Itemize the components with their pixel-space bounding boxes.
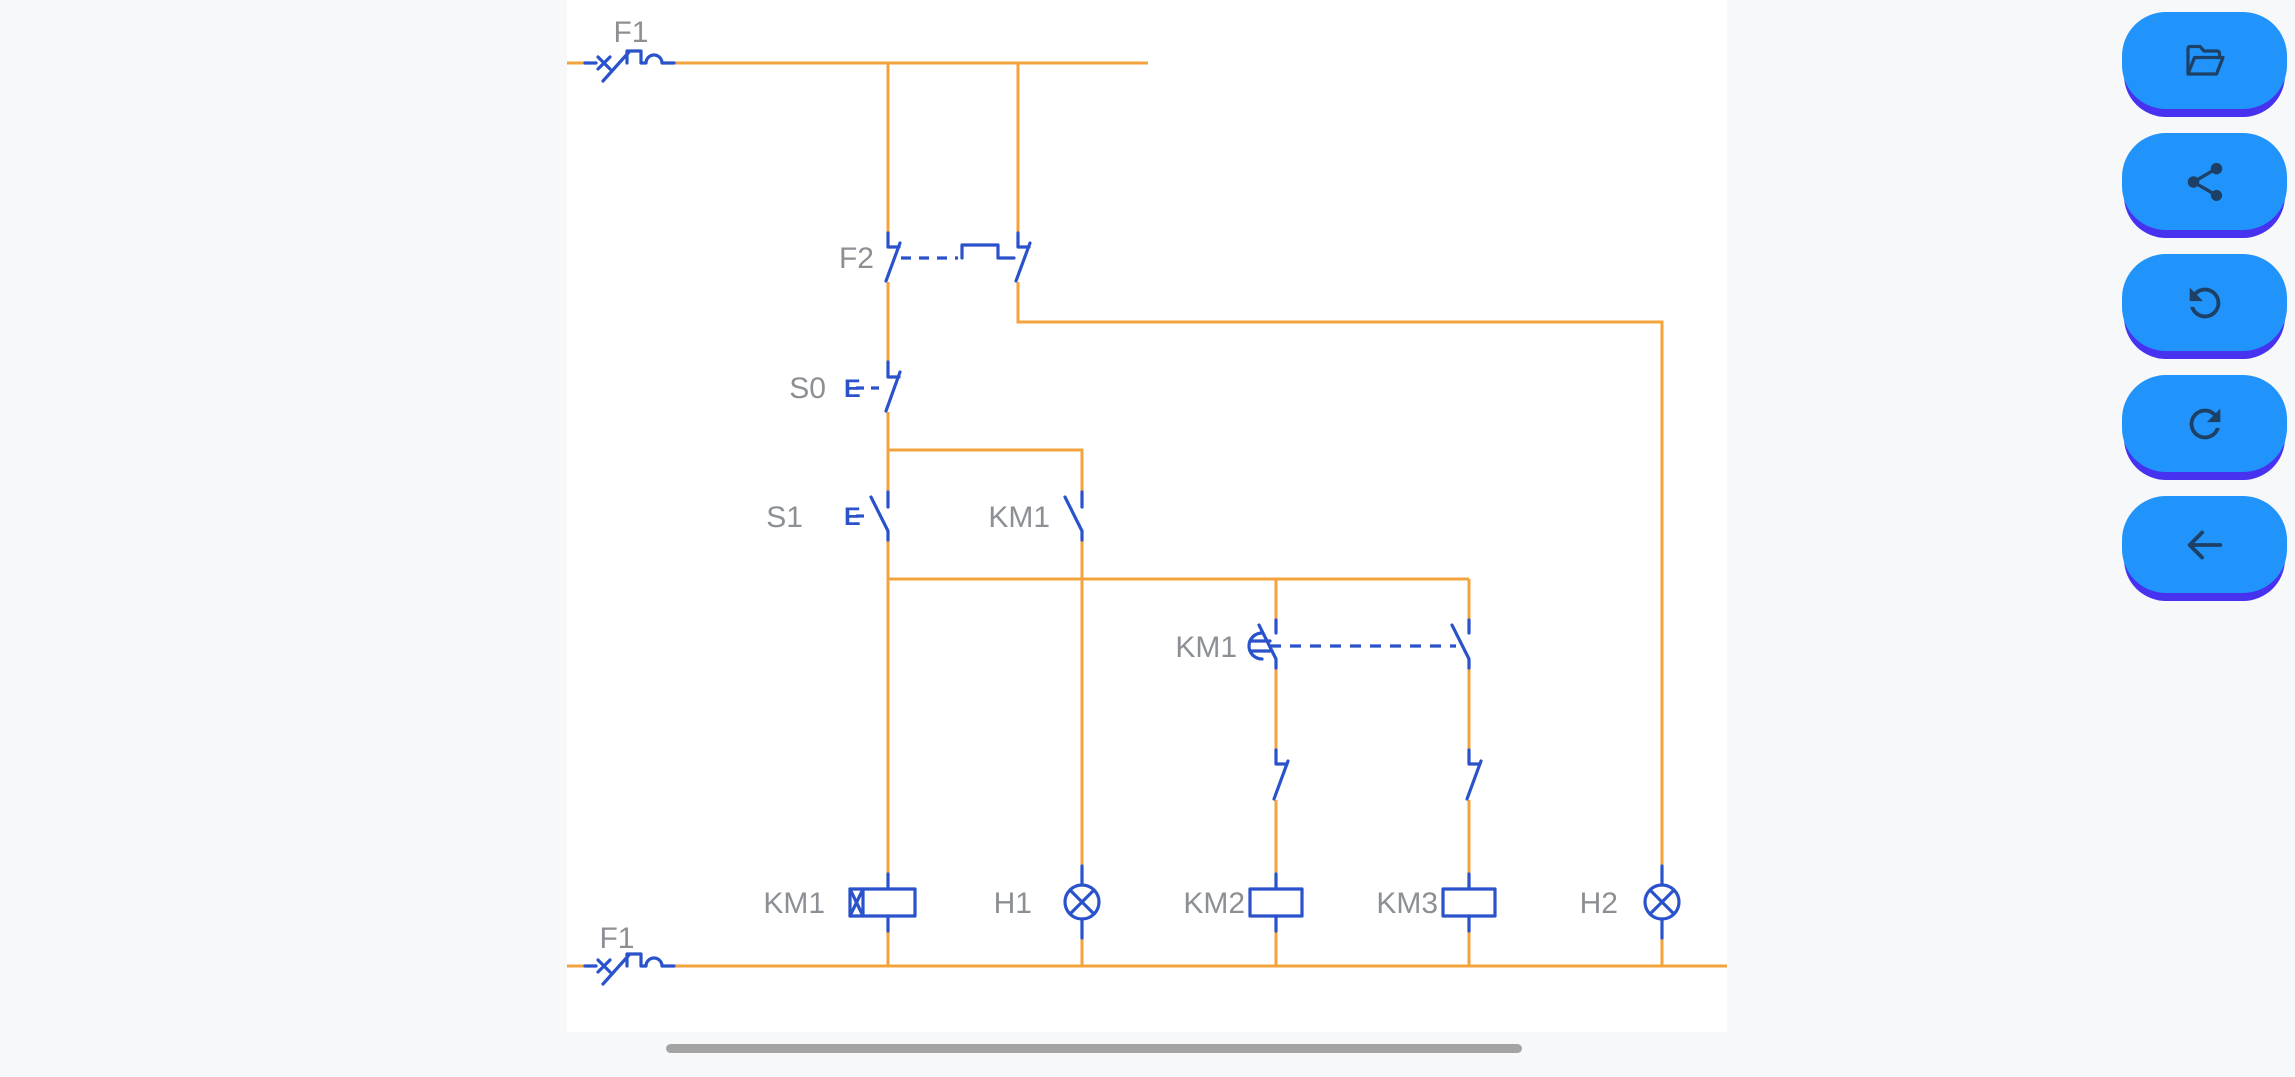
label-f1-top: F1: [613, 16, 648, 49]
label-h2: H2: [1580, 887, 1618, 920]
back-button[interactable]: [2122, 496, 2287, 593]
label-km1-aux: KM1: [988, 501, 1050, 534]
label-s1: S1: [766, 501, 803, 534]
share-icon: [2182, 159, 2228, 205]
component-km2-coil[interactable]: [1248, 872, 1304, 933]
component-km3-coil[interactable]: [1441, 872, 1497, 933]
component-lamp-h2[interactable]: [1643, 864, 1681, 940]
folder-open-icon: [2181, 37, 2229, 85]
component-interlock-right[interactable]: [1465, 748, 1483, 801]
label-km1-coil: KM1: [763, 887, 825, 920]
schematic-svg: F1 F2 S0 S1 KM1 KM1 KM1 H1 KM2 KM3 H2 F1…: [567, 16, 1727, 986]
schematic-canvas[interactable]: F1 F2 S0 S1 KM1 KM1 KM1 H1 KM2 KM3 H2 F1…: [567, 0, 1727, 1032]
label-f1-bottom: F1: [599, 922, 634, 955]
label-s1-actuator: E: [844, 503, 861, 531]
label-f2: F2: [839, 242, 874, 275]
label-h1: H1: [994, 887, 1032, 920]
label-km1-linked: KM1: [1175, 631, 1237, 664]
horizontal-scrollbar-thumb[interactable]: [666, 1044, 1522, 1053]
component-lamp-h1[interactable]: [1063, 864, 1101, 940]
label-km3: KM3: [1376, 887, 1438, 920]
undo-button[interactable]: [2122, 254, 2287, 351]
label-km2: KM2: [1183, 887, 1245, 920]
component-circuit-breaker-f1-bottom[interactable]: [583, 952, 676, 986]
component-pushbutton-s0[interactable]: [856, 360, 902, 413]
component-interlock-left[interactable]: [1272, 748, 1290, 801]
redo-icon: [2182, 401, 2228, 447]
share-button[interactable]: [2122, 133, 2287, 230]
component-circuit-breaker-f1-top[interactable]: [583, 49, 676, 83]
redo-button[interactable]: [2122, 375, 2287, 472]
label-s0: S0: [789, 372, 826, 405]
wires: [567, 61, 1727, 968]
component-pushbutton-s1[interactable]: [856, 490, 890, 542]
undo-icon: [2182, 280, 2228, 326]
component-overload-f2[interactable]: [884, 231, 1032, 283]
back-arrow-icon: [2182, 522, 2228, 568]
component-km1-aux-contact[interactable]: [1063, 490, 1084, 542]
component-labels: F1 F2 S0 S1 KM1 KM1 KM1 H1 KM2 KM3 H2 F1…: [599, 16, 1618, 955]
component-km1-coil[interactable]: [848, 872, 917, 933]
component-km1-linked-contacts[interactable]: [1247, 618, 1471, 670]
open-file-button[interactable]: [2122, 12, 2287, 109]
label-s0-actuator: E: [844, 375, 861, 403]
